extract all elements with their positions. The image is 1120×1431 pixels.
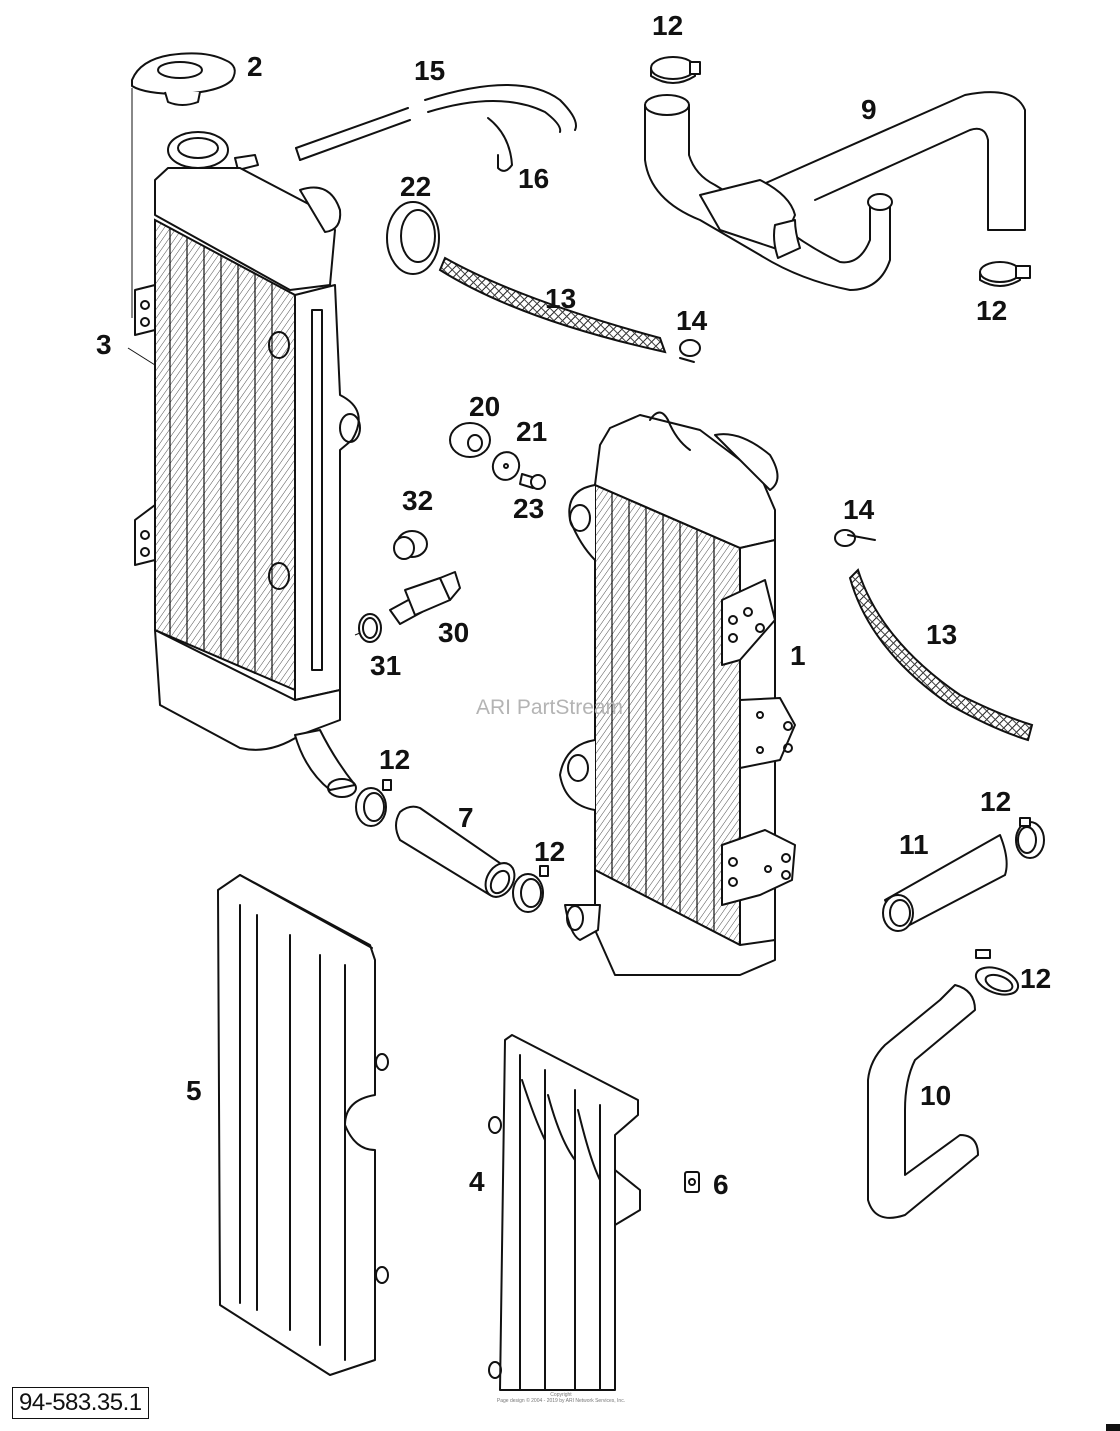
callout-2: 2 — [247, 51, 263, 82]
callout-12-center: 12 — [534, 836, 565, 867]
part-screw[interactable] — [519, 473, 546, 490]
part-temperature-sender[interactable] — [389, 571, 461, 625]
callout-23: 23 — [513, 493, 544, 524]
callout-10: 10 — [920, 1080, 951, 1111]
part-overflow-hose[interactable] — [295, 84, 577, 161]
copyright-line-1: Copyright — [550, 1392, 572, 1398]
callout-20: 20 — [469, 391, 500, 422]
callout-1: 1 — [790, 640, 806, 671]
part-hose-clip-upper[interactable] — [679, 339, 701, 363]
callout-16: 16 — [518, 163, 549, 194]
part-seal-ring[interactable] — [386, 201, 440, 275]
callout-12-right-low: 12 — [1020, 963, 1051, 994]
copyright-line-2: Page design © 2004 - 2019 by ARI Network… — [496, 1398, 626, 1404]
callout-9: 9 — [861, 94, 877, 125]
part-rubber-grommet[interactable] — [449, 422, 491, 458]
part-braided-hose-upper[interactable] — [438, 256, 667, 354]
callout-15: 15 — [414, 55, 445, 86]
part-washer[interactable] — [489, 448, 523, 483]
callout-labels: 1 2 3 4 5 6 7 9 10 11 12 12 12 12 12 12 … — [96, 10, 1051, 1200]
part-connecting-hose[interactable] — [395, 805, 520, 902]
callout-14-lower: 14 — [843, 494, 875, 525]
callout-12-left-mid: 12 — [379, 744, 410, 775]
part-hose-clamp-right-low[interactable] — [972, 949, 1022, 1000]
copyright-notice: Copyright Page design © 2004 - 2019 by A… — [486, 1392, 636, 1404]
part-sealing-ring[interactable] — [354, 613, 382, 643]
part-bent-hose[interactable] — [867, 984, 979, 1219]
callout-22: 22 — [400, 171, 431, 202]
part-radiator-guard-left[interactable] — [217, 874, 389, 1376]
part-radiator-cap[interactable] — [131, 52, 236, 318]
reference-number: 94-583.35.1 — [12, 1387, 149, 1419]
part-clip-nut[interactable] — [684, 1171, 700, 1193]
callout-12-right-mid: 12 — [980, 786, 1011, 817]
callout-11: 11 — [899, 829, 929, 860]
callout-6: 6 — [713, 1169, 729, 1200]
callout-21: 21 — [516, 416, 547, 447]
corner-mark — [1106, 1424, 1120, 1431]
part-hose-clamp-top[interactable] — [650, 56, 701, 84]
part-retainer-clip[interactable] — [487, 117, 513, 172]
callout-12-right-top: 12 — [976, 295, 1007, 326]
callout-32: 32 — [402, 485, 433, 516]
part-radiator-right[interactable] — [559, 411, 796, 976]
part-radiator-left[interactable] — [127, 131, 361, 798]
watermark: ARI PartStream — [476, 696, 624, 719]
part-hose-clamp-left-mid[interactable] — [355, 779, 392, 827]
part-hose-clamp-right-top[interactable] — [979, 261, 1031, 287]
callout-5: 5 — [186, 1075, 202, 1106]
part-hose-clamp-center[interactable] — [512, 865, 549, 913]
part-plug-screw[interactable] — [393, 530, 428, 560]
part-braided-hose-lower[interactable] — [848, 568, 1034, 742]
callout-12-top: 12 — [652, 10, 683, 41]
callout-7: 7 — [458, 802, 474, 833]
callout-13-lower: 13 — [926, 619, 957, 650]
callout-4: 4 — [469, 1166, 485, 1197]
callout-13-upper: 13 — [545, 283, 576, 314]
part-short-hose[interactable] — [882, 834, 1008, 932]
part-radiator-guard-right[interactable] — [488, 1034, 641, 1391]
callout-30: 30 — [438, 617, 469, 648]
callout-14-upper: 14 — [676, 305, 708, 336]
part-hose-clamp-right-mid[interactable] — [1015, 817, 1045, 859]
callout-31: 31 — [370, 650, 401, 681]
part-hose-clip-lower[interactable] — [834, 529, 876, 547]
part-y-hose[interactable] — [644, 91, 1026, 291]
callout-3: 3 — [96, 329, 112, 360]
